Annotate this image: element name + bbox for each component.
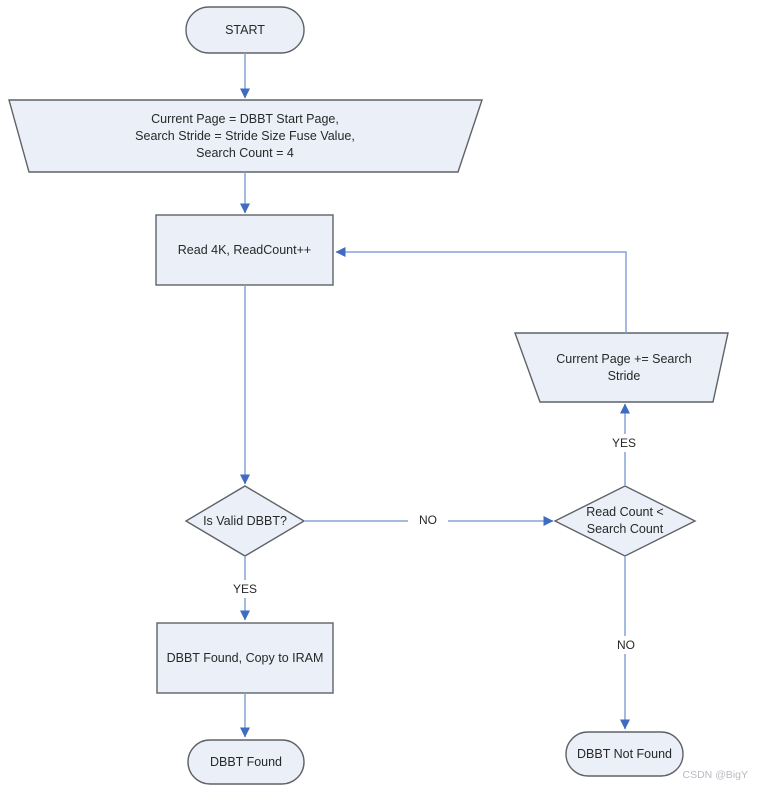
copy-process-shape <box>156 622 334 694</box>
valid-decision-shape <box>184 485 306 557</box>
found-terminator-shape <box>187 739 305 785</box>
count-decision-shape <box>553 485 697 557</box>
read-process-shape <box>155 214 334 286</box>
csdn-watermark: CSDN @BigY <box>682 769 748 781</box>
stride-trapezoid-shape <box>514 332 729 403</box>
edge-stride-to-read <box>335 247 627 333</box>
start-terminator-shape <box>185 6 305 54</box>
init-trapezoid-shape <box>8 99 483 173</box>
notfound-terminator-shape <box>565 731 684 777</box>
